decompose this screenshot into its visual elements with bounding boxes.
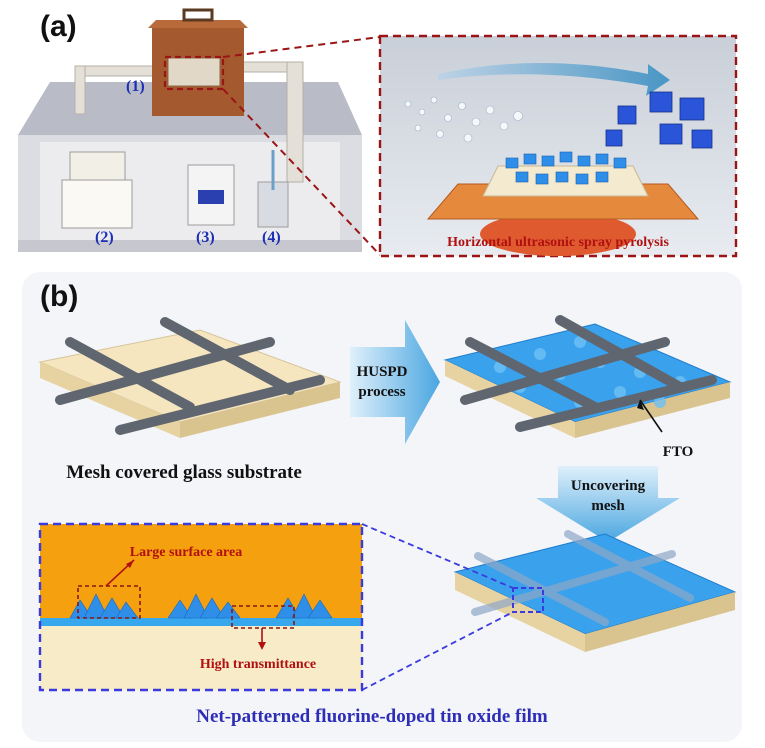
marker-3: (3) — [196, 229, 215, 246]
high-trans-label: High transmittance — [200, 657, 316, 672]
spray-apparatus-illustration — [18, 8, 380, 256]
spray-pyrolysis-inset: Horizontal ultrasonic spray pyrolysis — [378, 34, 738, 258]
mesh-process-diagram: HUSPD process FTO Mesh covered glass sub… — [38, 315, 737, 727]
fto-label: FTO — [663, 444, 694, 460]
arrow2-line1: Uncovering — [571, 478, 646, 494]
panel-b-label: (b) — [40, 280, 79, 313]
large-area-label: Large surface area — [130, 545, 242, 560]
film-caption: Net-patterned fluorine-doped tin oxide f… — [196, 706, 548, 727]
arrow2-line2: mesh — [591, 498, 625, 514]
panel-a-label: (a) — [40, 10, 77, 43]
arrow1-line2: process — [358, 384, 405, 400]
arrow1-line1: HUSPD — [357, 364, 408, 380]
inset-caption: Horizontal ultrasonic spray pyrolysis — [447, 235, 669, 250]
substrate-caption: Mesh covered glass substrate — [66, 462, 302, 483]
marker-4: (4) — [262, 229, 281, 246]
marker-1: (1) — [126, 78, 145, 95]
marker-2: (2) — [95, 229, 114, 246]
